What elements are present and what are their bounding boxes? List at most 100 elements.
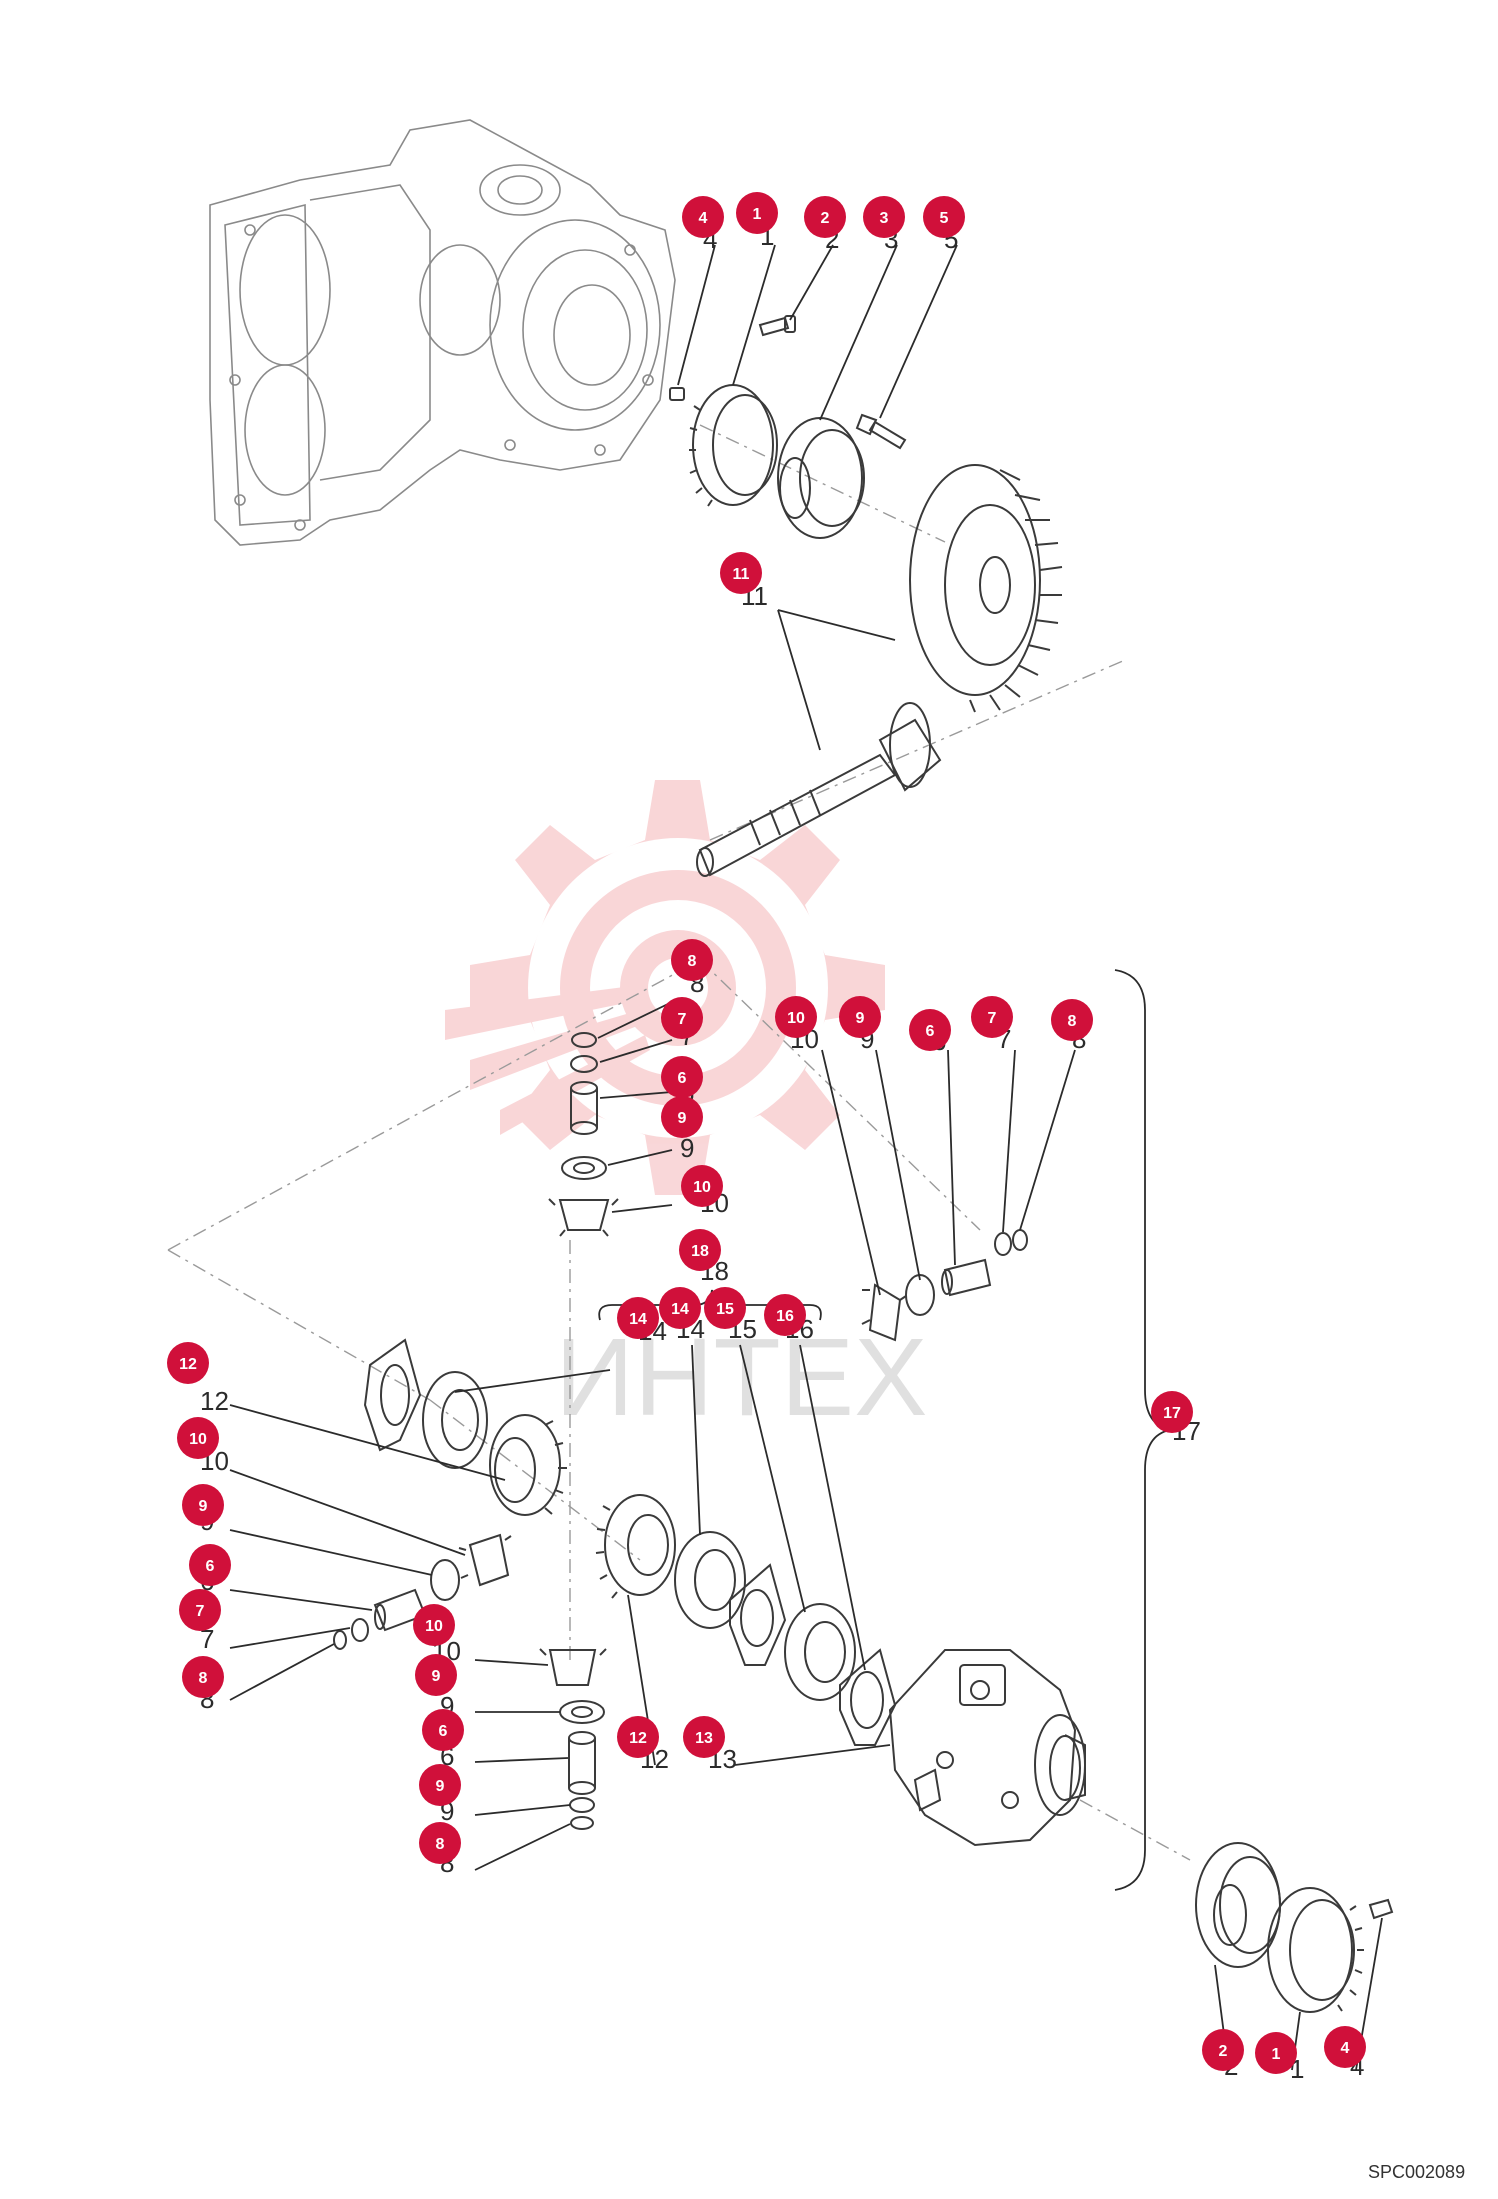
callout-8: 88	[182, 1656, 224, 1714]
drawing-code: SPC002089	[1368, 2162, 1465, 2182]
callout-6: 66	[189, 1544, 231, 1596]
callout-badge-number: 11	[733, 566, 750, 583]
callout-badge-number: 2	[1219, 2043, 1228, 2060]
callout-badge-number: 9	[856, 1010, 865, 1027]
callout-9: 99	[661, 1096, 703, 1163]
callout-2: 22	[804, 196, 846, 254]
callout-badge-number: 2	[821, 210, 830, 227]
part-14-thrust-washer-a	[363, 1338, 422, 1452]
callout-8: 88	[1051, 999, 1093, 1054]
callout-badge-circle	[182, 1484, 224, 1526]
callout-badge-circle	[1051, 999, 1093, 1041]
callout-badge-circle	[659, 1287, 701, 1329]
middle-spider-stack	[548, 1032, 619, 1237]
callout-badge-circle	[704, 1287, 746, 1329]
callout-16: 1616	[764, 1294, 814, 1344]
part-10-spider-gear-left	[458, 1533, 512, 1587]
callout-badge-circle	[419, 1822, 461, 1864]
part-15-friction-disc	[729, 1563, 787, 1666]
callout-badge-number: 10	[425, 1618, 443, 1635]
callout-7: 77	[661, 997, 703, 1051]
callout-badge-number: 1	[753, 206, 762, 223]
callout-badge-circle	[683, 1716, 725, 1758]
callout-badge-circle	[764, 1294, 806, 1336]
callout-badge-number: 10	[189, 1431, 207, 1448]
part-10-spider-gear-bottom	[539, 1648, 607, 1686]
part-6-pin-mid	[570, 1081, 598, 1135]
part-9-washer-left	[430, 1559, 460, 1601]
callout-badge-circle	[177, 1417, 219, 1459]
callout-6: 66	[909, 1009, 951, 1056]
callout-1: 11	[736, 192, 778, 251]
part-number-label: 9	[680, 1133, 694, 1163]
callout-4: 44	[1324, 2026, 1366, 2081]
watermark-text: ИНТЕХ	[555, 1316, 927, 1439]
callout-1: 11	[1255, 2032, 1304, 2084]
callout-badge-number: 10	[787, 1010, 805, 1027]
part-7-oring-right	[994, 1232, 1012, 1256]
callout-badge-circle	[720, 552, 762, 594]
part-10-spider-gear-right	[861, 1283, 907, 1342]
part-2-screw	[758, 315, 796, 337]
part-8-circlip-bottom	[570, 1816, 594, 1830]
part-12-side-gear-left	[489, 1414, 567, 1516]
callout-7: 77	[179, 1589, 221, 1654]
callout-badge-number: 6	[439, 1723, 448, 1740]
callout-badge-number: 8	[436, 1836, 445, 1853]
callout-badge-number: 17	[1163, 1405, 1181, 1422]
callout-badge-circle	[661, 997, 703, 1039]
axis-lines	[167, 424, 1191, 1861]
part-8-circlip-mid	[571, 1032, 597, 1048]
part-14-washer-right	[674, 1531, 746, 1629]
callout-badge-circle	[671, 939, 713, 981]
axle-housing	[209, 119, 676, 546]
part-13-differential-case	[888, 1649, 1086, 1847]
callout-badge-circle	[804, 196, 846, 238]
right-washers	[595, 1494, 897, 1746]
callout-badge-number: 13	[695, 1730, 713, 1747]
part-6-pin-right	[941, 1258, 992, 1297]
callout-badge-circle	[661, 1096, 703, 1138]
pinion-shaft	[696, 702, 942, 877]
part-9-washer-bottom	[559, 1700, 605, 1724]
callout-badge-circle	[661, 1056, 703, 1098]
crown-wheel-teeth	[969, 469, 1063, 713]
callout-badge-circle	[775, 996, 817, 1038]
part-10-spider-gear-mid	[548, 1198, 619, 1237]
callout-7: 77	[971, 996, 1013, 1054]
callout-badge-circle	[415, 1654, 457, 1696]
bottom-spider-stack	[539, 1648, 607, 1830]
part-number-label: 12	[200, 1386, 229, 1416]
callout-badge-number: 9	[199, 1498, 208, 1515]
callout-badge-circle	[736, 192, 778, 234]
part-9-washer-mid	[561, 1156, 607, 1180]
callout-8: 88	[671, 939, 713, 998]
part-3-taper-bearing	[777, 417, 865, 539]
callout-badge-number: 9	[678, 1110, 687, 1127]
callout-badge-circle	[413, 1604, 455, 1646]
part-1-adjusting-ring	[689, 384, 778, 507]
callout-badge-number: 12	[179, 1356, 197, 1373]
callout-badge-number: 10	[693, 1179, 711, 1196]
callout-9: 99	[419, 1764, 461, 1826]
bottom-right-bearing-group	[1195, 1842, 1394, 2013]
callout-badge-circle	[971, 996, 1013, 1038]
callout-badge-circle	[679, 1229, 721, 1271]
part-7-oring-left	[351, 1618, 369, 1642]
left-washers	[333, 1338, 567, 1650]
callout-badge-circle	[179, 1589, 221, 1631]
part-8-circlip-right	[1012, 1229, 1028, 1251]
callout-badge-number: 7	[678, 1011, 687, 1028]
callout-5: 55	[923, 196, 965, 254]
